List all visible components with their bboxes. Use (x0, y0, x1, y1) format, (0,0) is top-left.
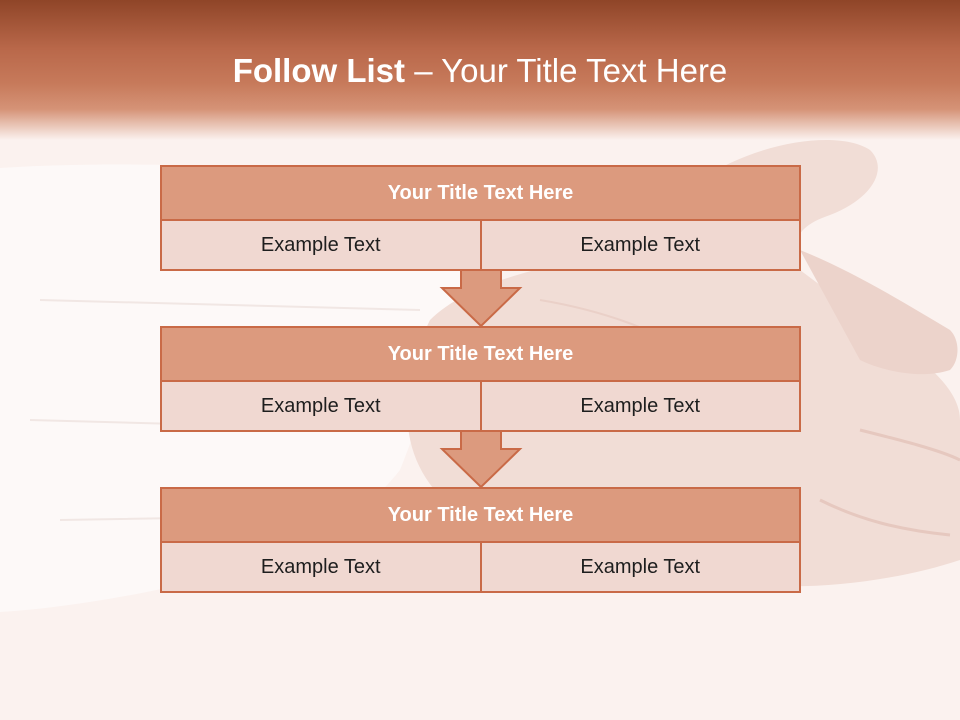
block-cell-left: Example Text (160, 543, 482, 593)
slide-title-rest: – Your Title Text Here (405, 52, 728, 89)
block-cell-right: Example Text (481, 221, 801, 271)
block-title: Your Title Text Here (160, 487, 801, 543)
list-block-3: Your Title Text Here Example Text Exampl… (160, 487, 801, 593)
block-cell-right: Example Text (481, 382, 801, 432)
block-row: Example Text Example Text (160, 382, 801, 432)
down-arrow-icon (439, 269, 523, 328)
block-row: Example Text Example Text (160, 543, 801, 593)
block-row: Example Text Example Text (160, 221, 801, 271)
block-title: Your Title Text Here (160, 165, 801, 221)
block-title: Your Title Text Here (160, 326, 801, 382)
slide-title: Follow List – Your Title Text Here (0, 52, 960, 90)
block-cell-right: Example Text (481, 543, 801, 593)
block-cell-left: Example Text (160, 382, 482, 432)
block-cell-left: Example Text (160, 221, 482, 271)
list-block-1: Your Title Text Here Example Text Exampl… (160, 165, 801, 271)
down-arrow-icon (439, 430, 523, 489)
header-band (0, 0, 960, 140)
list-block-2: Your Title Text Here Example Text Exampl… (160, 326, 801, 432)
slide-title-bold: Follow List (232, 52, 406, 89)
